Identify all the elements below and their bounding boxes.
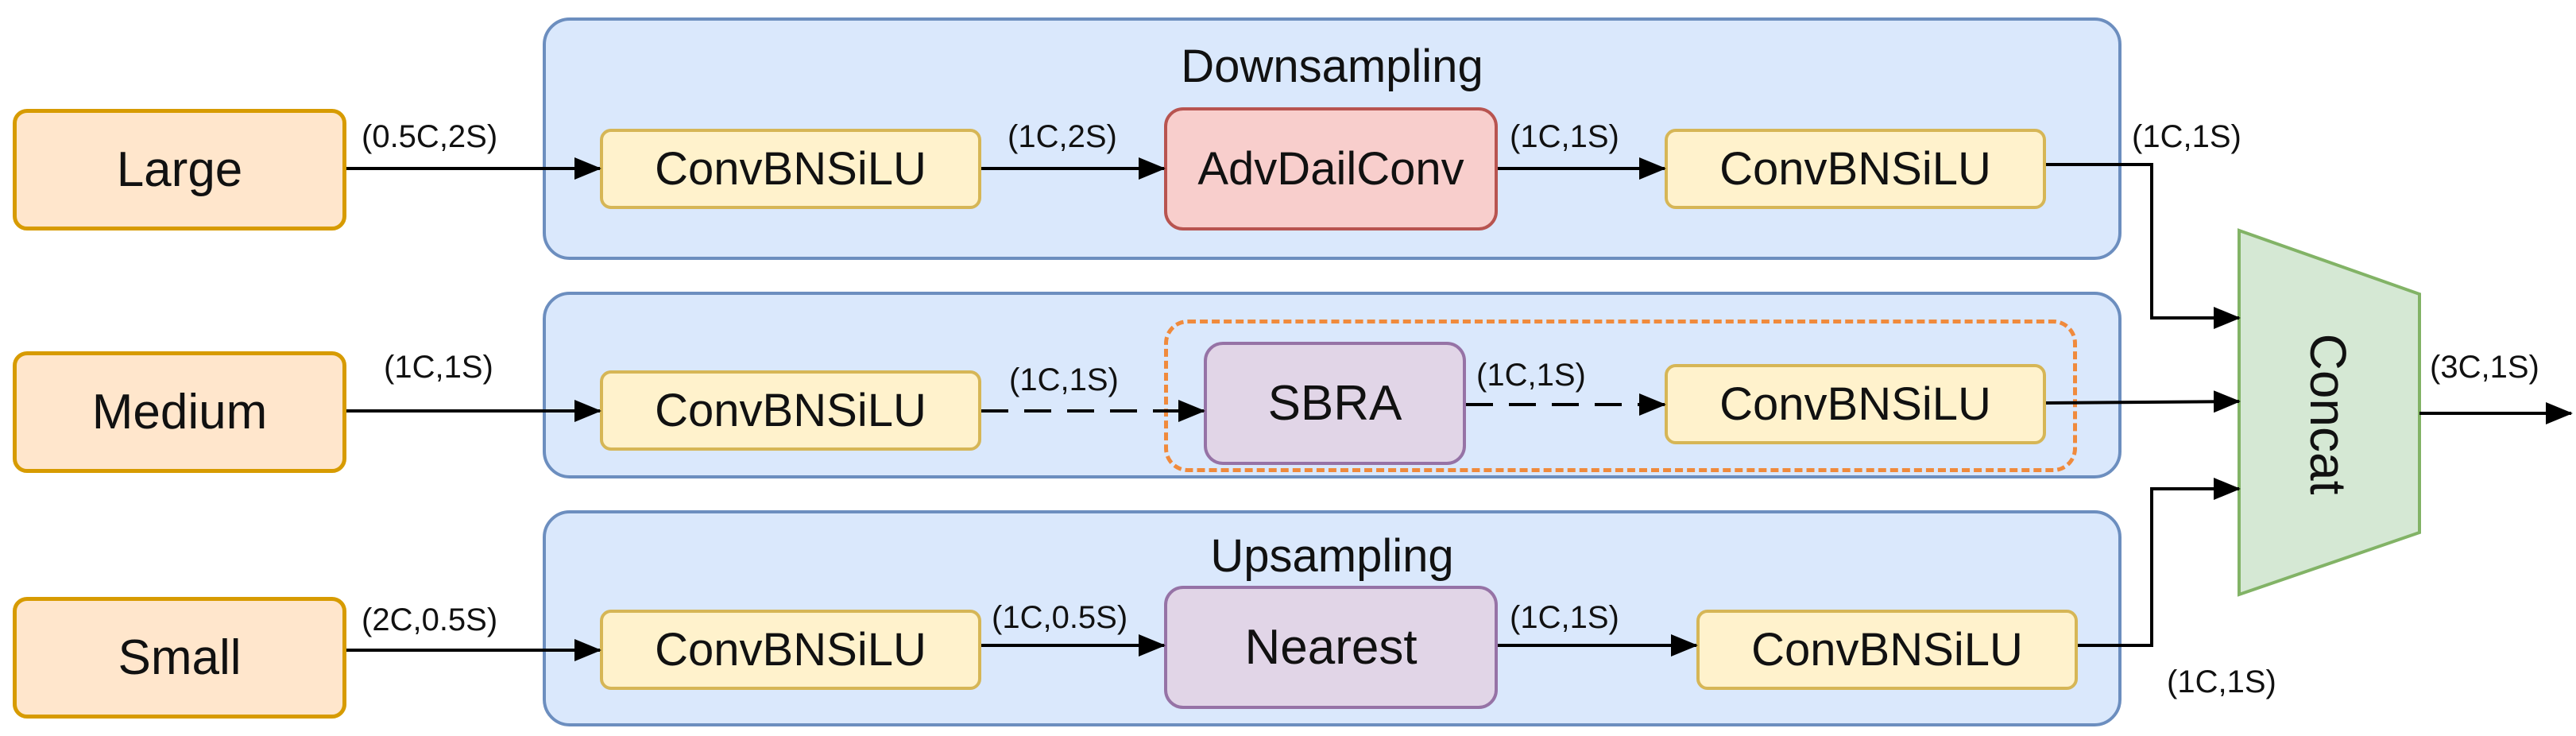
label-bot-nearest-to-conv: (1C,1S): [1510, 600, 1619, 635]
label-mid-sbra-to-conv: (1C,1S): [1476, 358, 1586, 393]
conv-mid-1: ConvBNSiLU: [600, 370, 981, 451]
small-input-node: Small: [13, 597, 346, 719]
label-medium-in: (1C,1S): [384, 350, 493, 385]
label-large-in: (0.5C,2S): [362, 119, 498, 154]
conv-top-2: ConvBNSiLU: [1665, 129, 2046, 209]
label-small-in: (2C,0.5S): [362, 602, 498, 637]
label-concat-out: (3C,1S): [2430, 350, 2539, 385]
medium-input-node: Medium: [13, 351, 346, 473]
conv-bot-2: ConvBNSiLU: [1696, 610, 2078, 690]
conv-bot-1: ConvBNSiLU: [600, 610, 981, 690]
conv-mid-2: ConvBNSiLU: [1665, 364, 2046, 444]
label-bot-conv-to-nearest: (1C,0.5S): [992, 600, 1128, 635]
label-bot-out: (1C,1S): [2167, 664, 2276, 699]
label-top-conv-to-adv: (1C,2S): [1008, 119, 1117, 154]
label-top-adv-to-conv: (1C,1S): [1510, 119, 1619, 154]
label-top-out: (1C,1S): [2132, 119, 2241, 154]
adv-dail-conv-node: AdvDailConv: [1164, 107, 1498, 230]
concat-label: Concat: [2299, 333, 2357, 495]
downsampling-title: Downsampling: [1181, 41, 1483, 92]
large-input-node: Large: [13, 109, 346, 230]
nearest-node: Nearest: [1164, 586, 1498, 709]
sbra-node: SBRA: [1204, 342, 1466, 465]
label-mid-conv-to-sbra: (1C,1S): [1009, 362, 1119, 397]
upsampling-title: Upsampling: [1210, 530, 1454, 582]
conv-top-1: ConvBNSiLU: [600, 129, 981, 209]
sbra-dashed-region: [1164, 320, 2077, 472]
